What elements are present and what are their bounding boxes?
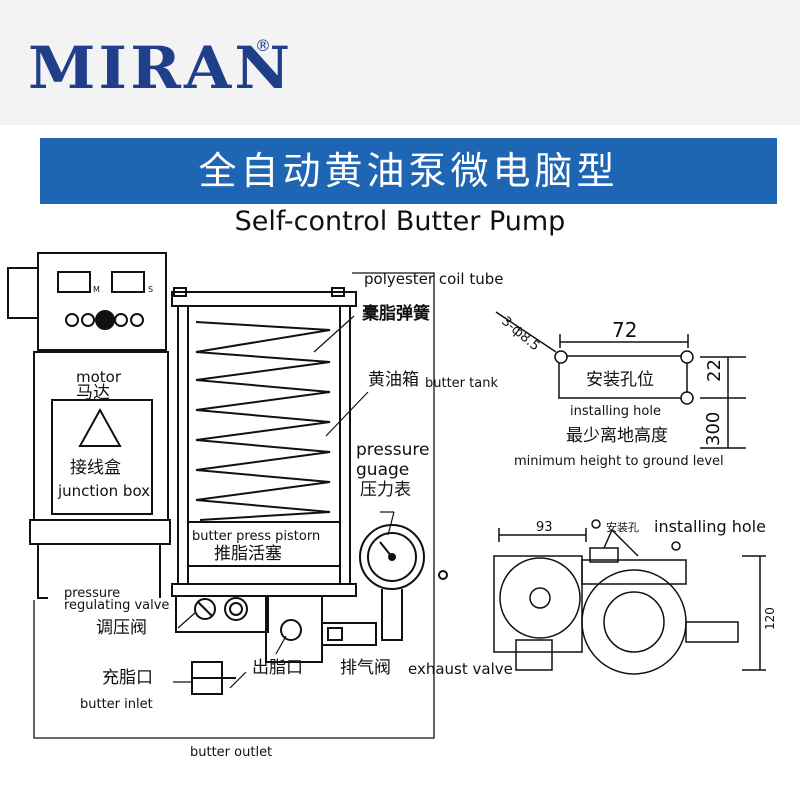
height-300-label: 300 (703, 411, 724, 446)
pump-base (175, 595, 269, 633)
top-hole-en-label: installing hole (570, 404, 661, 419)
exhaust-valve-knob (280, 619, 302, 641)
label-exhaust-zh: 排气阀 (340, 658, 391, 678)
registered-mark: ® (255, 36, 271, 55)
control-panel (37, 252, 167, 351)
height-120-label: 120 (763, 607, 777, 630)
brand-logo: MIRAN (28, 34, 294, 102)
pressure-valve-knob (194, 598, 216, 620)
label-exhaust-en: exhaust valve (408, 660, 513, 678)
label-pressure-guage-1: pressure (356, 440, 430, 460)
label-outlet-zh: 出脂口 (252, 658, 303, 678)
label-pressure-valve-1: pressure (64, 586, 121, 601)
label-butter-tank-en: butter tank (425, 376, 498, 391)
label-junction-box-en: junction box (58, 482, 151, 500)
label-pressure-gauge-zh: 压力表 (360, 480, 411, 500)
label-spring-zh: 橐脂弹簧 (362, 304, 430, 324)
panel-m-label: M (93, 285, 100, 294)
label-inlet-en: butter inlet (80, 697, 153, 712)
polyester-coil-tube (33, 272, 435, 739)
hole-right (680, 350, 694, 364)
label-junction-box-zh: 接线盒 (70, 458, 121, 478)
depth-22-label: 22 (704, 359, 725, 382)
min-height-zh-label: 最少离地高度 (566, 426, 668, 446)
panel-s-label: S (148, 285, 154, 294)
tank-spring (195, 321, 331, 521)
title-banner: 全自动黄油泵微电脑型 (40, 138, 777, 204)
junction-box (51, 399, 153, 515)
label-motor-zh: 马达 (76, 383, 110, 403)
side-hole-zh-label: 安装孔 (606, 521, 639, 534)
side-view-motor (493, 555, 583, 653)
label-motor-en: motor (76, 368, 122, 386)
hole-left (554, 350, 568, 364)
label-pressure-valve-2: regulating valve (64, 598, 170, 613)
label-pressure-guage-2: guage (356, 460, 410, 480)
piston (187, 521, 341, 567)
width-72-label: 72 (612, 318, 638, 342)
side-hole-en-label: installing hole (654, 517, 766, 536)
warning-icon (78, 407, 122, 447)
side-view-tank (581, 569, 687, 675)
top-hole-zh-label: 安装孔位 (586, 370, 654, 390)
hole-bottom (680, 391, 694, 405)
top-view-outline (558, 355, 688, 399)
label-outlet-en: butter outlet (190, 745, 273, 760)
label-butter-tank-zh: 黄油箱 (368, 370, 419, 390)
width-93-label: 93 (536, 520, 553, 535)
label-inlet-zh: 充脂口 (102, 668, 153, 688)
header-band (0, 0, 800, 125)
label-piston-en: butter press pistorn (192, 529, 321, 544)
label-piston-zh: 推脂活塞 (214, 544, 282, 564)
subtitle: Self-control Butter Pump (234, 206, 566, 237)
label-polyester-coil-tube: polyester coil tube (364, 270, 504, 288)
label-pressure-valve-zh: 调压阀 (96, 618, 147, 638)
min-height-en-label: minimum height to ground level (514, 454, 724, 469)
